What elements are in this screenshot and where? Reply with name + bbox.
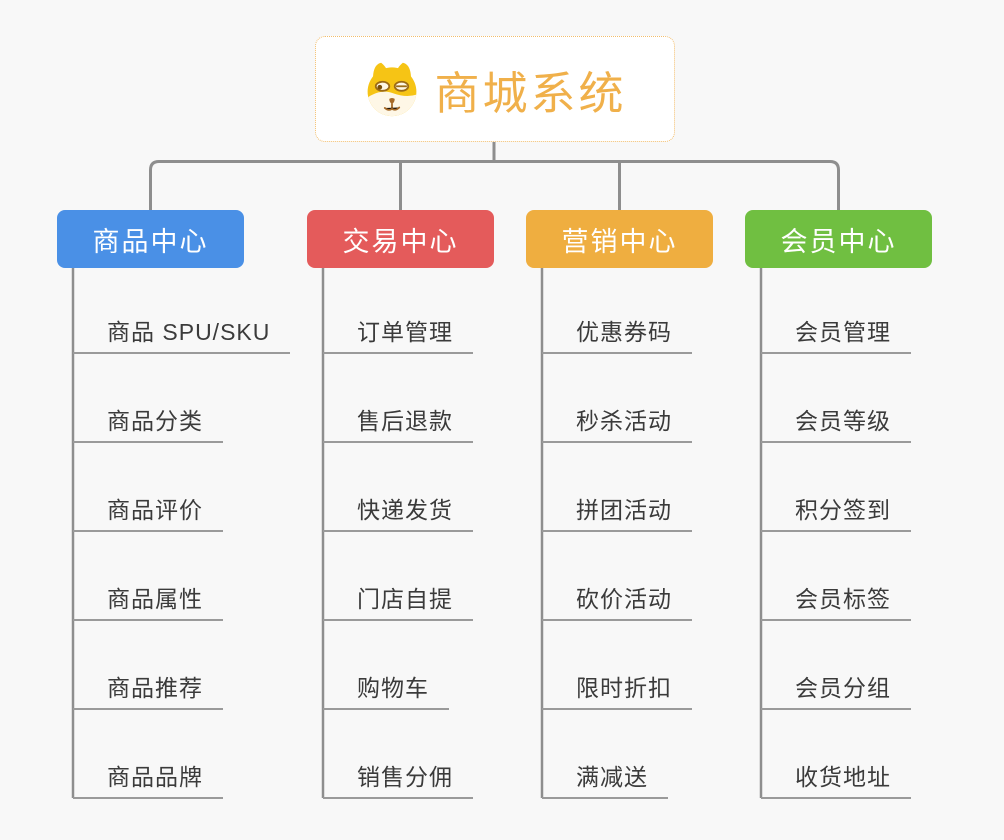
leaf-node[interactable]: 会员等级 xyxy=(761,354,911,443)
leaf-node[interactable]: 门店自提 xyxy=(323,532,473,621)
leaf-node[interactable]: 砍价活动 xyxy=(542,532,692,621)
leaf-node[interactable]: 秒杀活动 xyxy=(542,354,692,443)
leaf-node[interactable]: 会员标签 xyxy=(761,532,911,621)
branch-node-product-center[interactable]: 商品中心 xyxy=(57,210,244,268)
branch-node-trade-center[interactable]: 交易中心 xyxy=(307,210,494,268)
leaf-node[interactable]: 优惠券码 xyxy=(542,265,692,354)
branch-node-member-center[interactable]: 会员中心 xyxy=(745,210,932,268)
leaf-list-trade-center: 订单管理 售后退款 快递发货 门店自提 购物车 销售分佣 xyxy=(323,265,473,799)
leaf-node[interactable]: 商品品牌 xyxy=(73,710,223,799)
leaf-node[interactable]: 快递发货 xyxy=(323,443,473,532)
leaf-node[interactable]: 购物车 xyxy=(323,621,449,710)
leaf-node[interactable]: 商品分类 xyxy=(73,354,223,443)
leaf-node[interactable]: 限时折扣 xyxy=(542,621,692,710)
leaf-node[interactable]: 订单管理 xyxy=(323,265,473,354)
branch-label: 商品中心 xyxy=(92,226,209,257)
leaf-node[interactable]: 收货地址 xyxy=(761,710,911,799)
leaf-node[interactable]: 满减送 xyxy=(542,710,668,799)
leaf-list-member-center: 会员管理 会员等级 积分签到 会员标签 会员分组 收货地址 xyxy=(761,265,911,799)
leaf-list-product-center: 商品 SPU/SKU 商品分类 商品评价 商品属性 商品推荐 商品品牌 xyxy=(73,265,291,799)
branch-label: 营销中心 xyxy=(561,226,678,257)
leaf-node[interactable]: 商品评价 xyxy=(73,443,223,532)
leaf-node[interactable]: 商品推荐 xyxy=(73,621,223,710)
leaf-node[interactable]: 拼团活动 xyxy=(542,443,692,532)
branch-label: 交易中心 xyxy=(342,226,459,257)
leaf-node[interactable]: 售后退款 xyxy=(323,354,473,443)
root-title: 商城系统 xyxy=(434,67,627,119)
shiba-dog-icon xyxy=(368,62,417,117)
leaf-node[interactable]: 销售分佣 xyxy=(323,710,473,799)
leaf-node[interactable]: 会员管理 xyxy=(761,265,911,354)
leaf-node[interactable]: 积分签到 xyxy=(761,443,911,532)
leaf-node[interactable]: 商品属性 xyxy=(73,532,223,621)
branch-label: 会员中心 xyxy=(780,226,897,257)
leaf-list-marketing-center: 优惠券码 秒杀活动 拼团活动 砍价活动 限时折扣 满减送 xyxy=(542,265,692,799)
root-node[interactable]: 商城系统 xyxy=(315,36,675,142)
leaf-node[interactable]: 商品 SPU/SKU xyxy=(73,265,291,354)
branch-node-marketing-center[interactable]: 营销中心 xyxy=(526,210,713,268)
leaf-node[interactable]: 会员分组 xyxy=(761,621,911,710)
